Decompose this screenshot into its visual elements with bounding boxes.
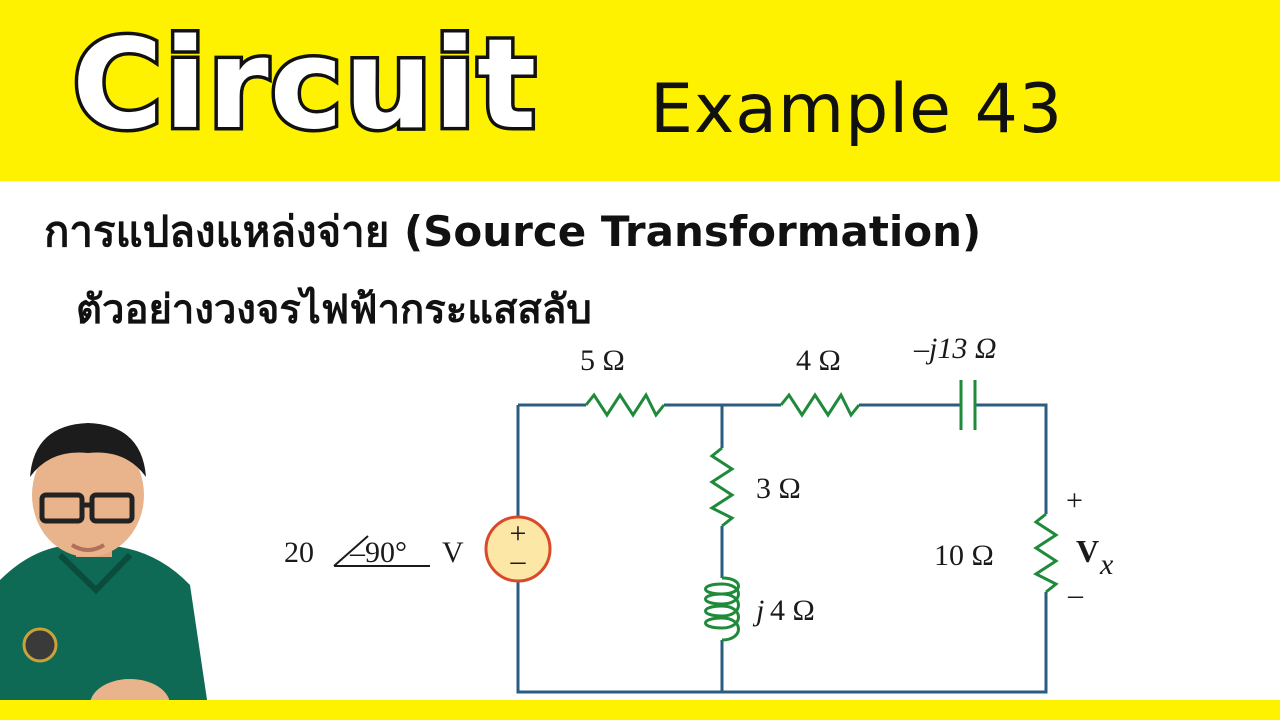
label-inductor-value: 4 Ω [770,594,815,627]
vx-subscript: x [1099,548,1114,581]
presenter-face [32,433,144,557]
topic-heading: การแปลงแหล่งจ่าย (Source Transformation) [44,207,982,256]
vx-label: V [1076,533,1099,569]
source-plus: + [510,517,527,550]
title-circuit: Circuit [68,10,539,161]
glasses-icon [39,492,85,524]
source-phasor-label: 20 –90° V [284,535,464,569]
title-banner [0,0,1280,181]
label-5-ohm: 5 Ω [580,344,625,377]
circuit-wires [516,403,1048,694]
source-angle: –90° [349,536,407,569]
capacitor-j13 [959,380,977,430]
label-3-ohm: 3 Ω [756,472,801,505]
label-10-ohm: 10 Ω [934,539,994,572]
bottom-strip [0,700,1280,720]
vx-plus: + [1066,484,1083,517]
angle-symbol-icon [333,535,369,567]
presenter-hair [30,423,146,477]
label-4-ohm: 4 Ω [796,344,841,377]
inductor-j4 [704,576,740,642]
voltage-source: + – [484,515,552,583]
label-capacitor: –j13 Ω [913,332,997,365]
presenter-image [0,423,210,720]
resistor-5-ohm [584,391,666,418]
resistor-10-ohm [1032,512,1059,594]
vx-minus: – [1067,578,1084,611]
label-inductor-j: j [752,594,764,627]
title-example-number: Example 43 [650,70,1064,149]
source-magnitude: 20 [284,536,314,569]
resistor-4-ohm [779,391,861,418]
source-minus: – [510,544,527,577]
source-unit: V [442,536,464,569]
topic-subheading: ตัวอย่างวงจรไฟฟ้ากระแสสลับ [76,287,592,333]
presenter-shirt [0,544,210,720]
badge-icon [22,627,58,663]
resistor-3-ohm [708,446,735,528]
